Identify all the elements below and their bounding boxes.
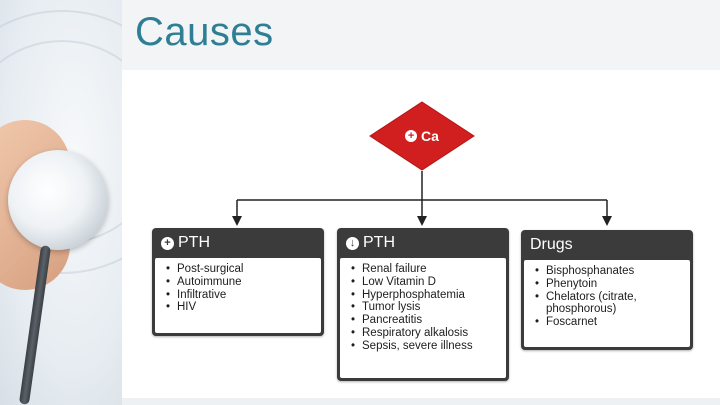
decor-ring: [0, 10, 122, 274]
root-node: + Ca: [369, 101, 475, 171]
cause-box-pth-increased: + PTH Post-surgical Autoimmune Infiltrat…: [152, 228, 324, 336]
cause-box-pth-decreased: ↓ PTH Renal failure Low Vitamin D Hyperp…: [337, 228, 509, 381]
doctor-stethoscope-photo: [0, 0, 122, 405]
root-node-label: Ca: [421, 128, 439, 144]
arrowhead-middle: [417, 216, 427, 226]
list-item: Hyperphosphatemia: [351, 289, 498, 302]
box-body: Post-surgical Autoimmune Infiltrative HI…: [155, 258, 321, 333]
box-header: + PTH: [152, 228, 324, 258]
root-node-label-wrap: + Ca: [369, 101, 475, 171]
list-item: HIV: [166, 301, 313, 314]
cause-list: Renal failure Low Vitamin D Hyperphospha…: [350, 263, 498, 353]
cause-list: Bisphosphanates Phenytoin Chelators (cit…: [534, 265, 682, 329]
list-item: Post-surgical: [166, 263, 313, 276]
list-item: Foscarnet: [535, 316, 682, 329]
box-header: ↓ PTH: [337, 228, 509, 258]
box-body: Bisphosphanates Phenytoin Chelators (cit…: [524, 260, 690, 347]
plus-circle-icon: +: [405, 130, 418, 142]
root-diamond: [369, 101, 475, 171]
list-item: Bisphosphanates: [535, 265, 682, 278]
list-item: Low Vitamin D: [351, 276, 498, 289]
list-item: Autoimmune: [166, 276, 313, 289]
list-item-continuation: phosphorous): [546, 303, 617, 316]
box-title: PTH: [178, 234, 210, 251]
slide-title: Causes: [135, 10, 274, 54]
minus-circle-icon: ↓: [346, 236, 359, 250]
cause-list: Post-surgical Autoimmune Infiltrative HI…: [165, 263, 313, 314]
box-title: Drugs: [530, 236, 573, 253]
list-item: Chelators (citrate,phosphorous): [535, 290, 682, 317]
box-title: PTH: [363, 234, 395, 251]
cause-box-drugs: Drugs Bisphosphanates Phenytoin Chelator…: [521, 230, 693, 350]
title-band: [122, 0, 720, 70]
list-item: Phenytoin: [535, 278, 682, 291]
stethoscope-chestpiece: [8, 150, 108, 250]
plus-circle-icon: +: [161, 236, 174, 250]
arrowhead-right: [602, 216, 612, 226]
list-item-line: Chelators (citrate,: [546, 290, 637, 303]
arrowhead-left: [232, 216, 242, 226]
bottom-band: [122, 398, 720, 405]
list-item: Infiltrative: [166, 289, 313, 302]
list-item: Sepsis, severe illness: [351, 340, 498, 353]
list-item: Renal failure: [351, 263, 498, 276]
list-item: Respiratory alkalosis: [351, 327, 498, 340]
box-header: Drugs: [521, 230, 693, 260]
list-item: Tumor lysis: [351, 301, 498, 314]
box-body: Renal failure Low Vitamin D Hyperphospha…: [340, 258, 506, 378]
list-item: Pancreatitis: [351, 314, 498, 327]
